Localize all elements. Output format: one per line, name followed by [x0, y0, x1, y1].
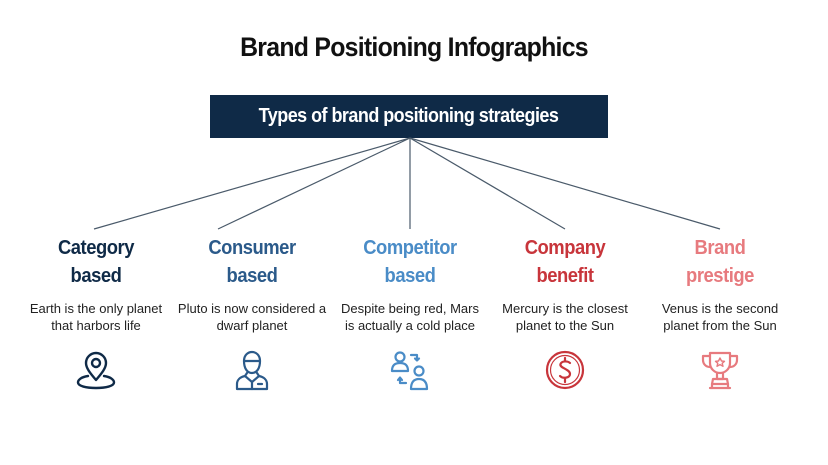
heading-line-1: Consumer	[208, 237, 296, 259]
connector-line-5	[409, 137, 721, 230]
heading-line-1: Category	[57, 237, 135, 259]
strategies-banner: Types of brand positioning strategies	[210, 95, 608, 138]
strategy-description: Pluto is now considered a dwarf planet	[177, 301, 327, 333]
heading-line-1: Brand	[694, 237, 746, 259]
strategy-heading: Category based	[27, 234, 165, 290]
heading-line-2: benefit	[536, 265, 594, 287]
connector-line-1	[93, 137, 411, 230]
strategy-heading: Brand prestige	[651, 234, 789, 290]
strategy-consumer-based: Consumer based Pluto is now considered a…	[177, 234, 327, 391]
location-pin-icon	[76, 351, 116, 390]
connector-line-4	[409, 137, 566, 230]
strategy-heading: Consumer based	[183, 234, 321, 290]
strategy-description: Venus is the second planet from the Sun	[661, 301, 779, 333]
strategy-heading: Company benefit	[496, 234, 634, 290]
trophy-icon	[701, 351, 739, 390]
strategy-heading: Competitor based	[341, 234, 479, 290]
strategy-company-benefit: Company benefit Mercury is the closest p…	[490, 234, 640, 391]
strategy-competitor-based: Competitor based Despite being red, Mars…	[335, 234, 485, 391]
strategy-brand-prestige: Brand prestige Venus is the second plane…	[645, 234, 795, 391]
dollar-coin-icon	[545, 350, 585, 390]
heading-line-2: based	[226, 265, 278, 287]
heading-line-1: Competitor	[363, 237, 457, 259]
strategy-category-based: Category based Earth is the only planet …	[21, 234, 171, 391]
banner-label: Types of brand positioning strategies	[259, 105, 559, 127]
page-title: Brand Positioning Infographics	[240, 32, 589, 62]
consumer-person-icon	[235, 350, 269, 391]
competitor-exchange-icon	[390, 351, 429, 391]
strategy-description: Earth is the only planet that harbors li…	[29, 301, 163, 333]
heading-line-2: based	[70, 265, 122, 287]
strategy-description: Despite being red, Mars is actually a co…	[340, 301, 479, 333]
strategy-description: Mercury is the closest planet to the Sun	[502, 301, 628, 333]
heading-line-2: prestige	[686, 265, 754, 287]
heading-line-1: Company	[524, 237, 606, 259]
connector-line-2	[217, 137, 411, 230]
heading-line-2: based	[384, 265, 436, 287]
